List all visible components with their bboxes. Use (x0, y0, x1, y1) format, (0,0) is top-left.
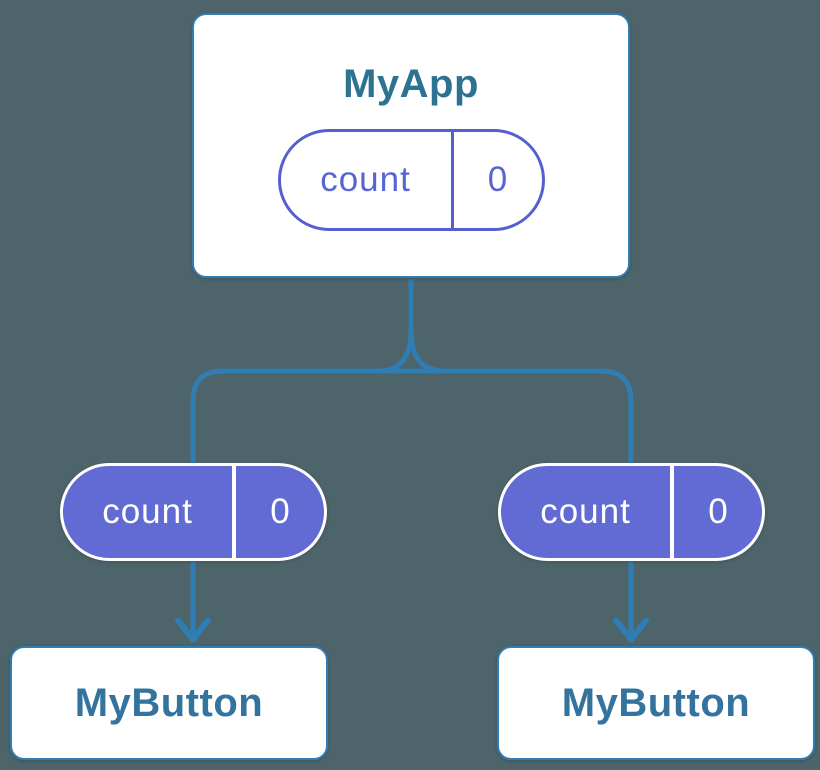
connector-fork-right-curve (408, 329, 445, 374)
node-mybutton-left: MyButton (10, 646, 328, 760)
state-value: 0 (487, 159, 508, 199)
prop-pill-divider (232, 466, 236, 558)
node-mybutton-title: MyButton (74, 680, 264, 725)
prop-label: count (102, 492, 193, 531)
node-myapp-title: MyApp (343, 61, 479, 106)
state-pill-myapp: count 0 (277, 128, 545, 231)
state-pill-divider (450, 131, 454, 228)
arrow-down-icon-right (613, 617, 649, 643)
state-label: count (320, 159, 411, 199)
prop-label: count (540, 492, 631, 531)
connector-bracket (190, 368, 634, 636)
node-myapp: MyApp count 0 (192, 13, 630, 278)
connector-fork-left-curve (377, 329, 414, 374)
prop-value: 0 (708, 492, 728, 531)
prop-pill-left: count 0 (60, 463, 327, 561)
prop-pill-right: count 0 (498, 463, 765, 561)
prop-value: 0 (270, 492, 290, 531)
arrow-down-icon-left (175, 617, 211, 643)
node-mybutton-title: MyButton (561, 680, 751, 725)
prop-pill-divider (670, 466, 674, 558)
node-mybutton-right: MyButton (497, 646, 815, 760)
